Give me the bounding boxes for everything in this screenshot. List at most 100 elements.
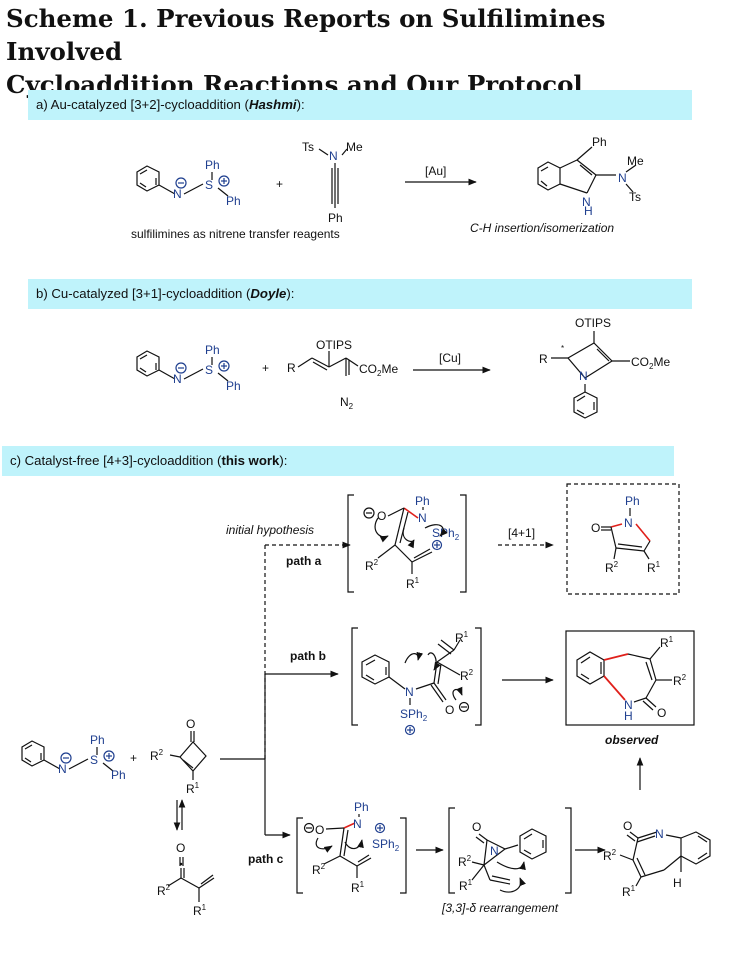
ph-label: Ph	[226, 194, 241, 208]
n-label: N	[353, 817, 362, 831]
r2-label: R2	[150, 748, 164, 763]
s-label: S	[205, 178, 213, 192]
ts-label: Ts	[302, 140, 314, 154]
path-b-intermediate: N R1 R2 O SPh2	[351, 627, 482, 736]
n-label: N	[329, 149, 338, 163]
section-b-prefix: b) Cu-catalyzed [3+1]-cycloaddition (	[36, 286, 251, 301]
n-label: N	[173, 187, 182, 201]
ph-label: Ph	[415, 494, 430, 508]
o-label: O	[472, 820, 481, 834]
r2-label: R2	[312, 862, 326, 877]
o-label: O	[186, 717, 195, 731]
ph-label: Ph	[111, 768, 126, 782]
section-a-conditions: [Au]	[425, 164, 446, 178]
r-label: R	[287, 361, 296, 375]
branch-lines	[220, 541, 351, 839]
n-label: N	[624, 516, 633, 530]
ph-label: Ph	[592, 135, 607, 149]
o-label: O	[315, 823, 324, 837]
plus-sign: +	[130, 751, 137, 765]
section-c-highlight: this work	[221, 453, 280, 468]
ph-label: Ph	[205, 158, 220, 172]
section-c-cyclobutenone: O R2 R1	[150, 717, 207, 796]
ph-label: Ph	[205, 343, 220, 357]
r1-label: R1	[455, 630, 469, 645]
section-a-header: a) Au-catalyzed [3+2]-cycloaddition (Has…	[28, 90, 692, 120]
ph-label: Ph	[90, 733, 105, 747]
section-b-azetine-product: OTIPS R * CO2Me N	[539, 316, 670, 419]
r2-label: R2	[365, 558, 379, 573]
n-label: N	[579, 369, 588, 383]
path-c-label: path c	[248, 852, 284, 866]
section-b-header: b) Cu-catalyzed [3+1]-cycloaddition (Doy…	[28, 279, 692, 309]
o-label: O	[591, 521, 600, 535]
section-a-author: Hashmi	[248, 97, 297, 112]
r1-label: R1	[193, 903, 207, 918]
r1-label: R1	[459, 878, 473, 893]
r1-label: R1	[406, 576, 420, 591]
path-c-azepinone-intermediate: O N H R2 R1	[603, 819, 711, 899]
ph-label: Ph	[625, 494, 640, 508]
path-c-intermediate-1: O N Ph SPh2 R2 R1	[296, 800, 407, 895]
section-a-product-caption: C-H insertion/isomerization	[470, 221, 614, 235]
r1-label: R1	[622, 884, 636, 899]
observed-azepinone-product: R1 R2 O N H	[576, 635, 687, 723]
section-a-suffix: ):	[296, 97, 305, 112]
r1-label: R1	[351, 880, 365, 895]
ts-label: Ts	[629, 190, 641, 204]
otips-label: OTIPS	[575, 316, 611, 330]
s-label: S	[205, 363, 213, 377]
stereocenter-mark: *	[561, 344, 564, 353]
section-b-sulfilimine: N S Ph Ph	[136, 343, 241, 393]
n-label: N	[490, 844, 499, 858]
s-label: S	[90, 753, 98, 767]
ph-label: Ph	[226, 379, 241, 393]
ph-label: Ph	[354, 800, 369, 814]
o-label: O	[377, 509, 386, 523]
initial-hypothesis-label: initial hypothesis	[226, 523, 314, 537]
nh-label: N	[624, 698, 633, 712]
n-label: N	[173, 372, 182, 386]
o-label: O	[657, 706, 666, 720]
r1-label: R1	[647, 560, 661, 575]
section-c-sulfilimine: N S Ph Ph	[21, 733, 126, 782]
nh-label: N	[582, 195, 591, 209]
h-label: H	[584, 204, 593, 218]
path-a-intermediate: O N Ph SPh2 R2 R1	[347, 494, 467, 593]
section-b-suffix: ):	[286, 286, 295, 301]
n2-label: N2	[340, 395, 354, 411]
path-b-label: path b	[290, 649, 326, 663]
scheme-title-line1: Scheme 1. Previous Reports on Sulfilimin…	[6, 4, 606, 66]
r2-label: R2	[458, 854, 472, 869]
plus-sign: +	[262, 361, 269, 375]
r2-label: R2	[460, 668, 474, 683]
observed-product-box	[565, 630, 695, 726]
o-label: O	[623, 819, 632, 833]
r1-label: R1	[660, 635, 674, 650]
observed-label: observed	[605, 733, 659, 747]
section-a-sulfilimine: N S Ph Ph	[136, 158, 241, 208]
otips-label: OTIPS	[316, 338, 352, 352]
h-label: H	[624, 709, 633, 723]
co2me-label: CO2Me	[631, 355, 670, 371]
section-c-suffix: ):	[279, 453, 288, 468]
rearrangement-label: [3,3]-δ rearrangement	[441, 901, 559, 915]
n-label: N	[655, 827, 664, 841]
section-a-reagent-caption: sulfilimines as nitrene transfer reagent…	[131, 227, 340, 241]
section-a-prefix: a) Au-catalyzed [3+2]-cycloaddition (	[36, 97, 249, 112]
sph2-label: SPh2	[432, 526, 460, 542]
co2me-label: CO2Me	[359, 362, 398, 378]
me-label: Me	[627, 154, 644, 168]
me-label: Me	[346, 140, 363, 154]
r2-label: R2	[605, 560, 619, 575]
section-b-diazo-compound: R OTIPS CO2Me N2	[287, 338, 398, 411]
n-label: N	[618, 171, 627, 185]
path-a-product-box	[566, 483, 680, 595]
path-a-pyrrolinone-product: Ph N O R2 R1	[591, 494, 661, 575]
plus-sign: +	[276, 177, 283, 191]
n-label: N	[418, 511, 427, 525]
n-label: N	[405, 685, 414, 699]
o-label: O	[176, 841, 185, 855]
section-c-header: c) Catalyst-free [4+3]-cycloaddition (th…	[2, 446, 674, 476]
